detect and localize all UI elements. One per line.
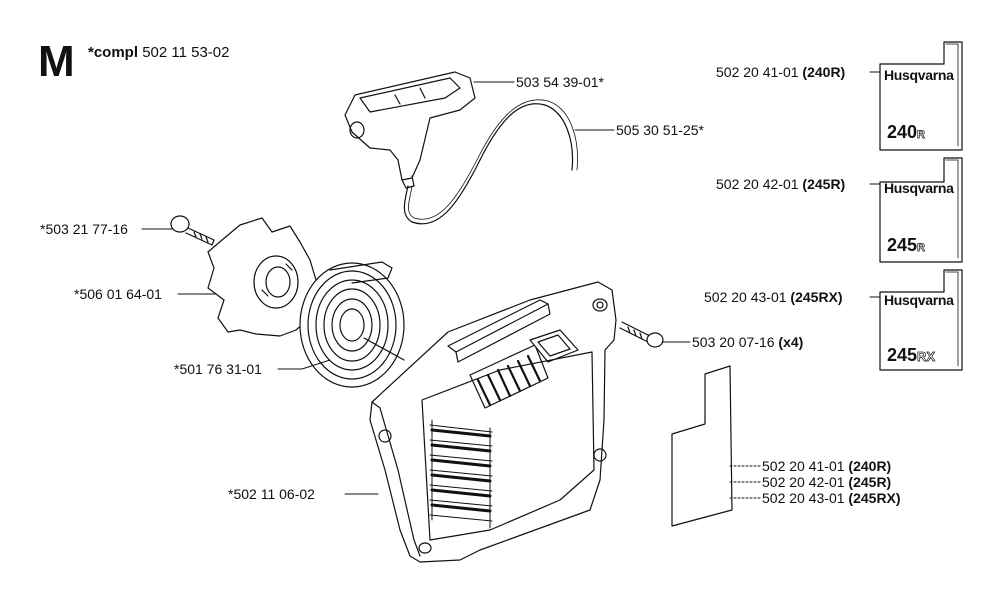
section-letter: M [38, 37, 75, 86]
starter-pulley [207, 217, 319, 337]
decal-245r-digits: 245 [887, 235, 918, 255]
decal-240r [879, 41, 963, 151]
plate-number: 502 20 42-01 [762, 474, 845, 490]
label-spring: *501 76 31-01 [174, 361, 262, 377]
compl-prefix: *compl [88, 44, 139, 61]
label-decal-240r: 502 20 41-01 (240R) [716, 64, 845, 80]
label-pulley-screw: *503 21 77-16 [40, 221, 128, 237]
recoil-spring [299, 261, 405, 388]
decal-245r-model-label: (245R) [802, 176, 846, 192]
decal-240r-digits: 240 [887, 122, 918, 142]
starter-rope [403, 103, 574, 225]
decal-245rx [879, 269, 963, 371]
plate-list-item: 502 20 41-01 (240R) [762, 458, 891, 474]
label-rope: 505 30 51-25* [616, 122, 704, 138]
leader-lines [141, 71, 881, 499]
decal-plate [671, 365, 733, 527]
decal-240r-brand: Husqvarna [884, 67, 954, 83]
plate-number: 502 20 43-01 [762, 490, 845, 506]
housing-screw-qty: (x4) [778, 334, 804, 350]
decal-240r-model: 240R [887, 122, 925, 145]
decal-245r-model: 245R [887, 235, 925, 258]
label-handle: 503 54 39-01* [516, 74, 604, 90]
label-housing-screw: 503 20 07-16 (x4) [692, 334, 803, 350]
decal-245rx-model-label: (245RX) [790, 289, 843, 305]
housing-screw-number: 503 20 07-16 [692, 334, 775, 350]
decal-245r-suffix: R [917, 242, 926, 255]
plate-list-item: 502 20 42-01 (245R) [762, 474, 891, 490]
label-housing: *502 11 06-02 [228, 486, 315, 502]
starter-housing [369, 281, 617, 563]
label-pulley: *506 01 64-01 [74, 286, 162, 302]
decal-245rx-model: 245RX [887, 345, 935, 367]
decal-245r [879, 157, 963, 263]
label-decal-245r: 502 20 42-01 (245R) [716, 176, 845, 192]
decal-240r-number: 502 20 41-01 [716, 64, 799, 80]
plate-model: (245RX) [848, 490, 901, 506]
starter-handle [344, 71, 476, 189]
decal-245rx-number: 502 20 43-01 [704, 289, 787, 305]
plate-model: (240R) [848, 458, 892, 474]
complete-assembly-label: *compl 502 11 53-02 [88, 44, 230, 61]
decal-245r-number: 502 20 42-01 [716, 176, 799, 192]
compl-number: 502 11 53-02 [142, 44, 230, 61]
decal-240r-model-label: (240R) [802, 64, 846, 80]
decal-245rx-suffix: RX [917, 349, 936, 365]
decal-245r-brand: Husqvarna [884, 180, 954, 196]
pulley-screw [170, 215, 215, 246]
plate-model: (245R) [848, 474, 892, 490]
plate-list-item: 502 20 43-01 (245RX) [762, 490, 901, 506]
decal-245rx-brand: Husqvarna [884, 292, 954, 308]
label-decal-245rx: 502 20 43-01 (245RX) [704, 289, 843, 305]
plate-number: 502 20 41-01 [762, 458, 845, 474]
decal-245rx-digits: 245 [887, 345, 918, 365]
housing-screw [619, 321, 664, 348]
decal-240r-suffix: R [917, 129, 926, 142]
